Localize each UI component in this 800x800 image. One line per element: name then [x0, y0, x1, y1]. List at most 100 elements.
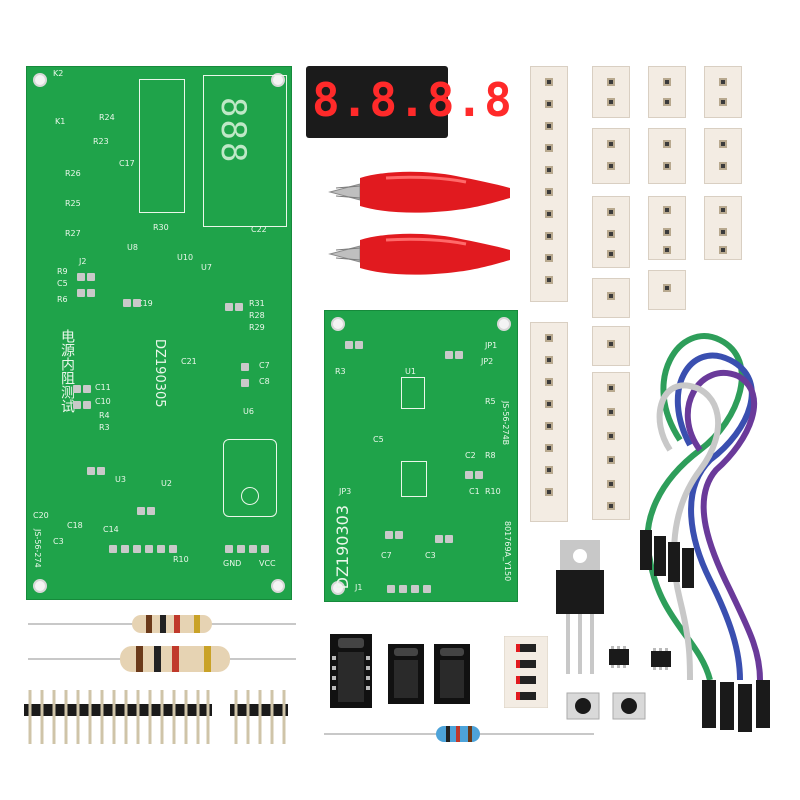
smd-ic [609, 646, 629, 668]
ref-label: C3 [425, 551, 436, 560]
main-pcb: 888 DZ190305 电源内阻测试 JS-56-274 GND VCC K2… [26, 66, 292, 600]
ref-label: R9 [57, 267, 68, 276]
mount-hole [33, 73, 47, 87]
ref-label: R25 [65, 199, 81, 208]
ref-label: C8 [259, 377, 270, 386]
ref-label: C18 [67, 521, 83, 530]
ref-label: C14 [103, 525, 119, 534]
ref-label: K2 [53, 69, 64, 78]
ref-label: R28 [249, 311, 265, 320]
mount-hole [33, 579, 47, 593]
ref-label: JP2 [481, 357, 494, 366]
smd-tape-strip [648, 66, 686, 118]
smd-tape-strip [648, 128, 686, 184]
ref-label: U7 [201, 263, 212, 272]
vcc-label: VCC [259, 559, 276, 568]
ref-label: J1 [355, 583, 363, 592]
mount-hole [331, 317, 345, 331]
ref-label: R10 [173, 555, 189, 564]
ref-label: U2 [161, 479, 172, 488]
ref-label: JP3 [339, 487, 352, 496]
smd-tape-strip [592, 128, 630, 184]
mount-hole [271, 73, 285, 87]
ic-outline [401, 377, 425, 409]
ref-label: R30 [153, 223, 169, 232]
ref-label: K1 [55, 117, 66, 126]
main-code-label: JS-56-274 [33, 529, 42, 568]
regulator-outline [223, 439, 277, 517]
ref-label: U1 [405, 367, 416, 376]
sub-bottom-label: 801769A_Y150 [503, 521, 512, 582]
ref-label: C21 [181, 357, 197, 366]
ref-label: C17 [119, 159, 135, 168]
ref-label: C10 [95, 397, 111, 406]
main-model-label: DZ190305 [152, 339, 167, 408]
ref-label: R23 [93, 137, 109, 146]
smd-tape-strip [592, 66, 630, 118]
ref-label: U3 [115, 475, 126, 484]
main-cn-label: 电源内阻测试 [59, 329, 75, 413]
pin-header-short [230, 690, 288, 744]
mount-hole [331, 581, 345, 595]
ref-label: R24 [99, 113, 115, 122]
ref-label: C20 [33, 511, 49, 520]
ref-label: C3 [53, 537, 64, 546]
ref-label: C2 [465, 451, 476, 460]
board-display-digits: 888 [213, 97, 253, 165]
ref-label: C7 [381, 551, 392, 560]
ic-outline [401, 461, 427, 497]
mount-hole [497, 317, 511, 331]
tactile-button [612, 692, 646, 720]
pin-header-long [24, 690, 212, 744]
ref-label: C5 [373, 435, 384, 444]
regulator-hole [241, 487, 259, 505]
smd-tape-strip [704, 128, 742, 184]
ref-label: U6 [243, 407, 254, 416]
display-digits: 8.8.8.8 [312, 73, 513, 127]
ref-label: C5 [57, 279, 68, 288]
sub-pcb: DZ190303 JS-56-274B 801769A_Y150 R3 U1 J… [324, 310, 518, 602]
mount-hole [271, 579, 285, 593]
smd-ic [651, 648, 671, 670]
ref-label: R6 [57, 295, 68, 304]
ref-label: R3 [335, 367, 346, 376]
seven-segment-display: 8.8.8.8 [306, 66, 513, 138]
jumper-wire-bundle [640, 333, 770, 732]
ref-label: R31 [249, 299, 265, 308]
smd-tape-strip [592, 372, 630, 520]
gnd-label: GND [223, 559, 242, 568]
tactile-button [566, 692, 600, 720]
ref-label: C19 [137, 299, 153, 308]
ref-label: R29 [249, 323, 265, 332]
power-header-pads [225, 545, 285, 555]
ref-label: R8 [485, 451, 496, 460]
main-header-pads [109, 545, 189, 555]
ref-label: J2 [79, 257, 87, 266]
sub-model-label: DZ190303 [333, 505, 352, 590]
diode-tape [504, 636, 548, 708]
ref-label: U8 [127, 243, 138, 252]
resistor-bottom [28, 646, 296, 672]
ref-label: R27 [65, 229, 81, 238]
ref-label: C1 [469, 487, 480, 496]
smd-tape-strip [704, 66, 742, 118]
ic-socket-14pin [330, 634, 372, 708]
resistor-small-blue [324, 726, 594, 742]
ref-label: C11 [95, 383, 111, 392]
ref-label: R4 [99, 411, 110, 420]
ref-label: R10 [485, 487, 501, 496]
ref-label: R3 [99, 423, 110, 432]
smd-tape-strip [530, 66, 568, 302]
display-outline [203, 75, 287, 227]
ref-label: R5 [485, 397, 496, 406]
ref-label: C7 [259, 361, 270, 370]
ref-label: R26 [65, 169, 81, 178]
alligator-clip-top [328, 171, 510, 213]
ic-socket-8pin [388, 644, 424, 704]
ref-label: U10 [177, 253, 194, 262]
sub-header-pads [387, 585, 447, 595]
ic-socket-outline [139, 79, 185, 213]
resistor-top [28, 615, 296, 633]
voltage-regulator [556, 540, 604, 674]
alligator-clip-bottom [328, 233, 510, 275]
